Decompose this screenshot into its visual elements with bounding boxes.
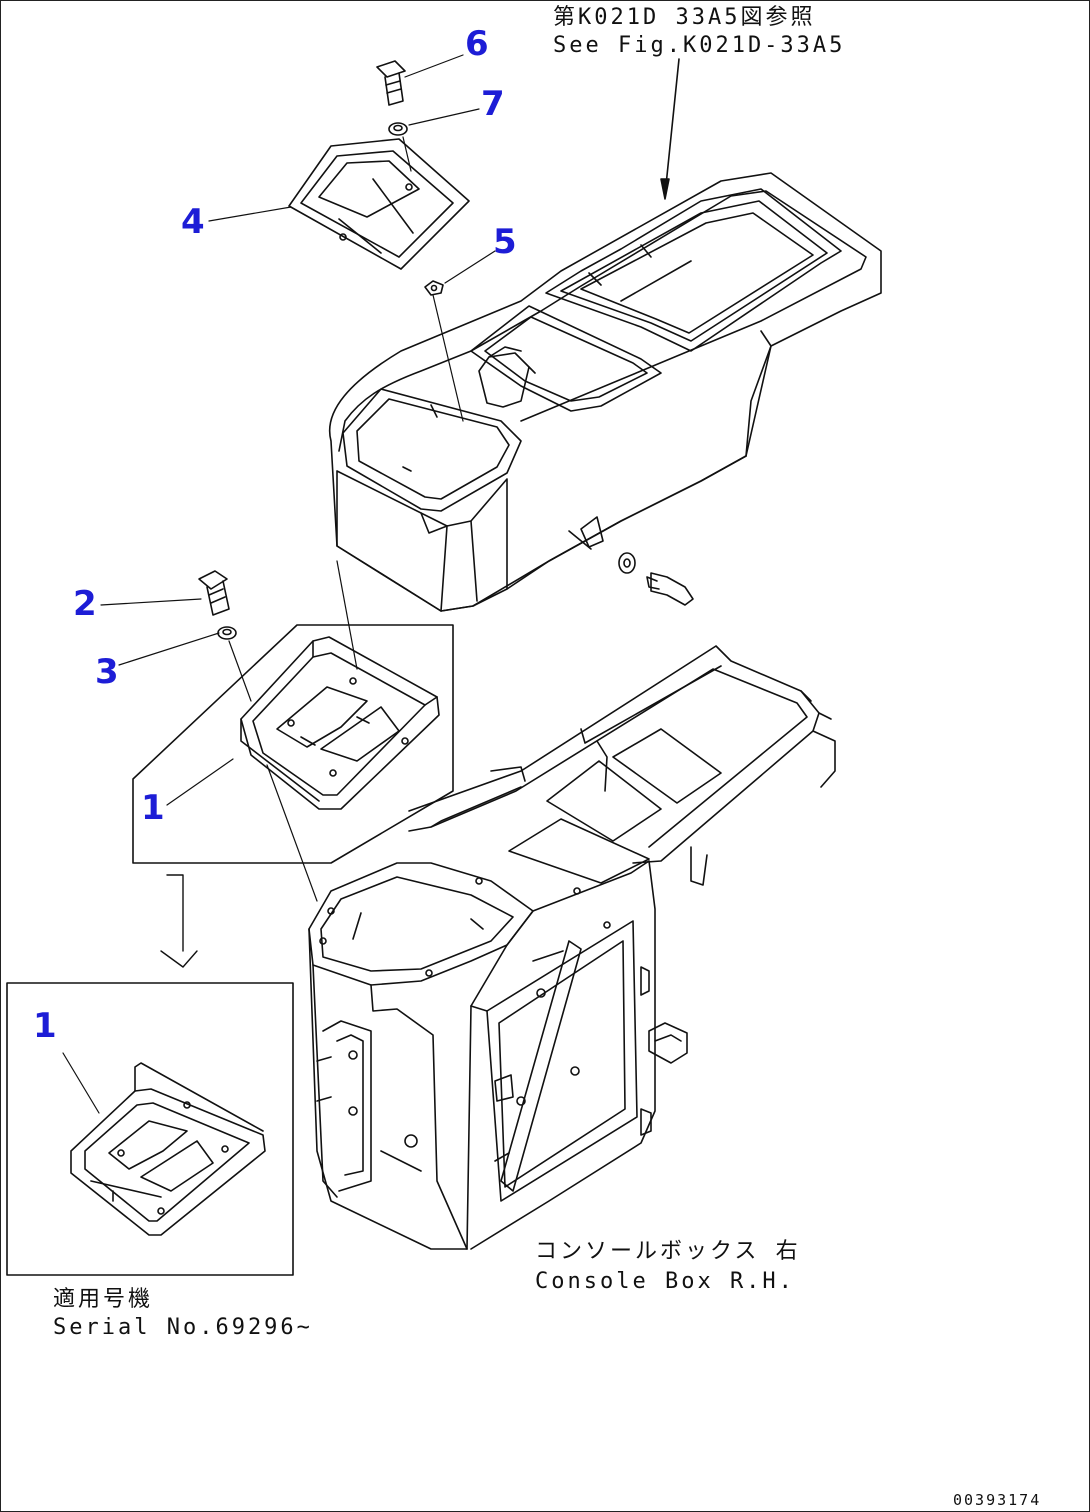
- callout-2: 2: [73, 584, 97, 624]
- side-washer-and-bolt: [618, 552, 694, 606]
- bolt-2: [198, 570, 230, 616]
- callout-3: 3: [95, 652, 119, 692]
- callout-7: 7: [481, 84, 505, 124]
- reference-leader: [660, 58, 680, 200]
- inset-frame: [6, 982, 294, 1276]
- inset-bracket-1: [70, 1062, 266, 1236]
- callout-6: 6: [465, 24, 489, 64]
- reference-note-jp: 第K021D 33A5図参照: [553, 5, 816, 30]
- upper-console-box: [328, 172, 882, 612]
- part-1-callout-frame: [132, 624, 454, 864]
- callout-1-inset: 1: [33, 1006, 57, 1046]
- inset-arrow: [160, 874, 198, 968]
- washer-3: [217, 626, 237, 640]
- assembly-lines: [228, 136, 464, 902]
- nut-5: [424, 280, 444, 296]
- document-id: 00393174: [953, 1491, 1042, 1509]
- washer-7: [388, 122, 408, 136]
- callout-leaders: [62, 54, 496, 1114]
- reference-note-en: See Fig.K021D-33A5: [553, 33, 846, 58]
- serial-note-en: Serial No.69296~: [53, 1315, 313, 1340]
- lower-console-frame: [308, 645, 836, 1250]
- callout-4: 4: [181, 202, 205, 242]
- cover-plate-4: [288, 138, 470, 270]
- assembly-label-jp: コンソールボックス 右: [535, 1239, 801, 1264]
- assembly-label-en: Console Box R.H.: [535, 1269, 795, 1294]
- bracket-1: [240, 636, 440, 810]
- serial-note-jp: 適用号機: [53, 1287, 154, 1312]
- callout-5: 5: [493, 222, 517, 262]
- bolt-6: [376, 60, 406, 106]
- callout-1: 1: [141, 788, 165, 828]
